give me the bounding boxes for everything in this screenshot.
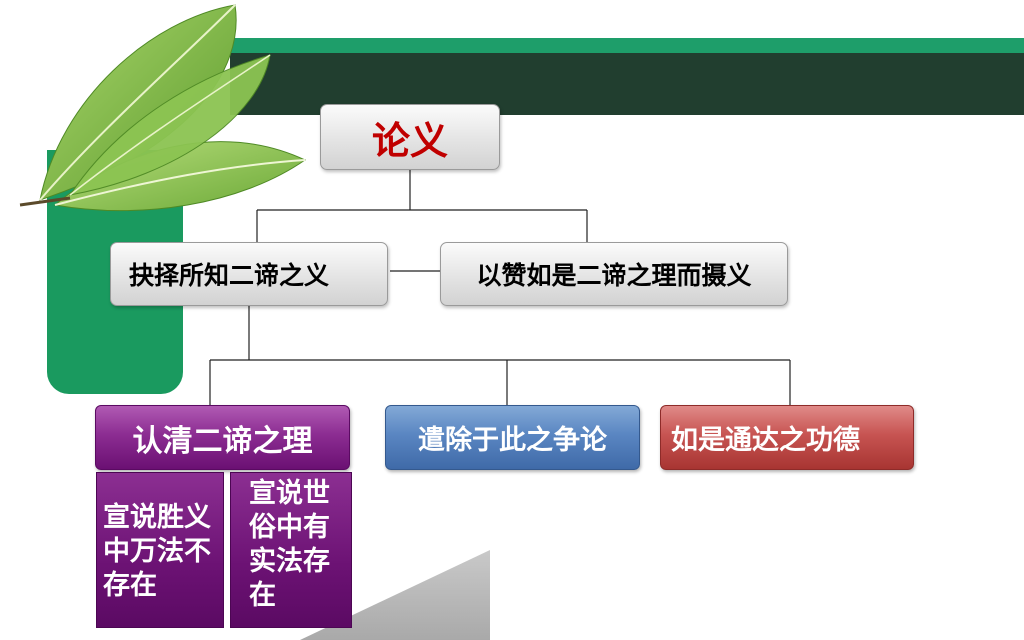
- node-praise-summary: 以赞如是二谛之理而摄义: [440, 242, 788, 306]
- node-dispel-disputes: 遣除于此之争论: [385, 405, 640, 470]
- node-merits: 如是通达之功德: [660, 405, 914, 470]
- node-conventional-real-dharmas: 宣说世俗中有实法存在: [230, 472, 352, 628]
- header-band-light: [230, 38, 1024, 53]
- node-determine-two-truths: 抉择所知二谛之义: [110, 242, 388, 306]
- node-recognize-two-truths-label: 认清二谛之理: [132, 423, 313, 459]
- root-node-label: 论义: [371, 118, 448, 163]
- node-praise-summary-label: 以赞如是二谛之理而摄义: [476, 261, 752, 290]
- node-determine-two-truths-label: 抉择所知二谛之义: [129, 261, 330, 290]
- node-merits-label: 如是通达之功德: [671, 425, 860, 456]
- node-conventional-real-dharmas-label: 宣说世俗中有实法存在: [249, 478, 330, 611]
- root-node: 论义: [320, 104, 500, 170]
- node-recognize-two-truths: 认清二谛之理: [95, 405, 350, 470]
- node-ultimate-no-dharmas-label: 宣说胜义中万法不存在: [103, 502, 211, 601]
- node-dispel-disputes-label: 遣除于此之争论: [418, 425, 607, 456]
- node-ultimate-no-dharmas: 宣说胜义中万法不存在: [96, 472, 224, 628]
- leaf-icon: [19, 4, 306, 212]
